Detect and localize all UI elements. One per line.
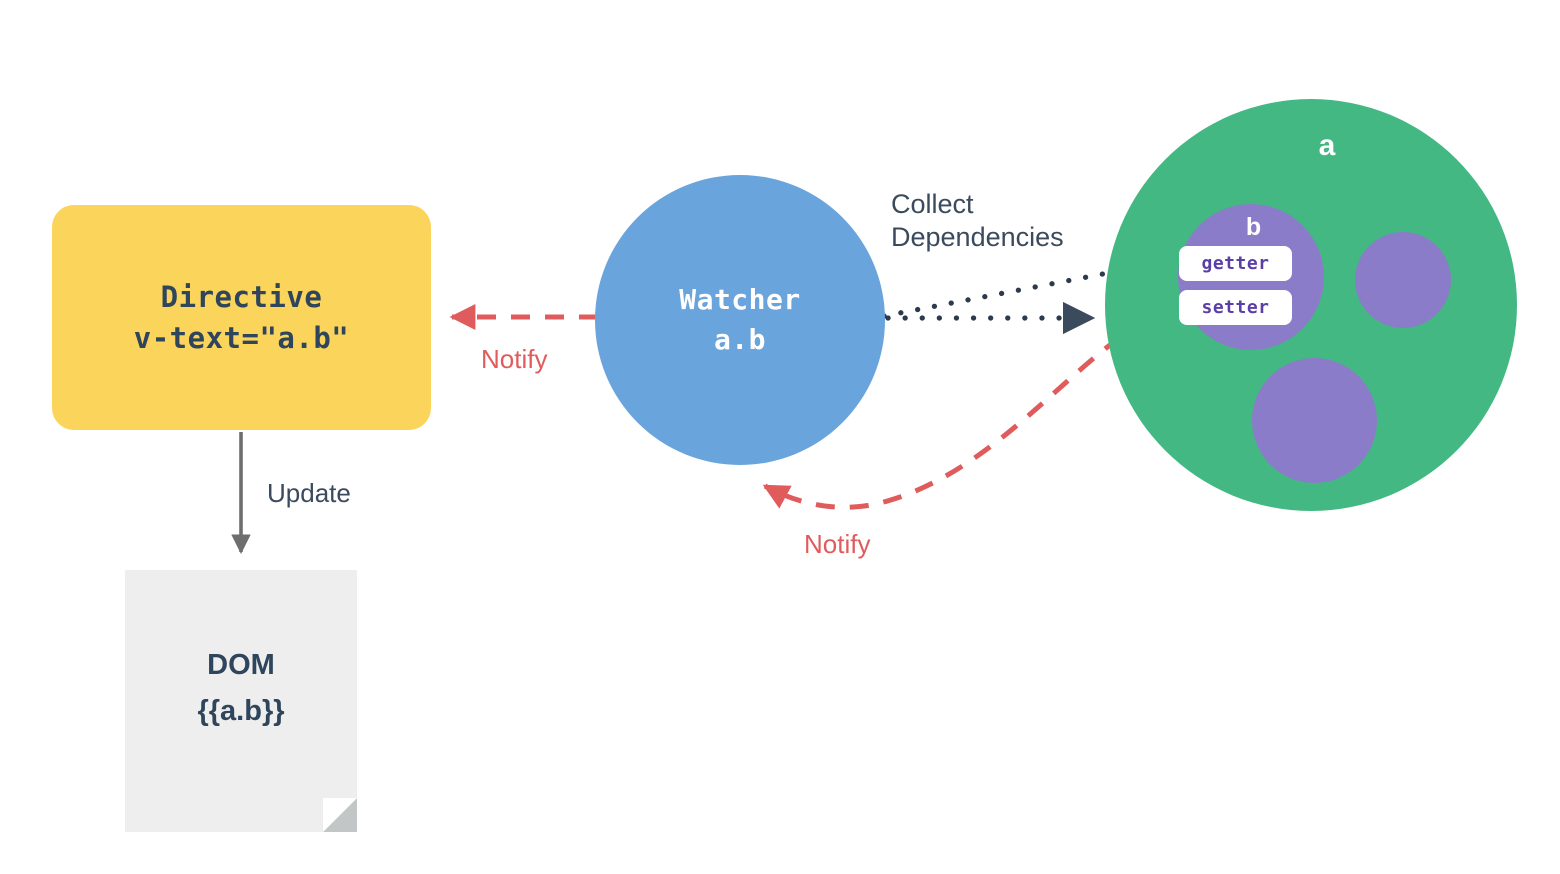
node-directive[interactable]: Directive v-text="a.b"	[52, 205, 431, 430]
node-setter[interactable]: setter	[1179, 290, 1292, 325]
directive-expression: v-text="a.b"	[133, 320, 350, 355]
node-dom[interactable]: DOM {{a.b}}	[125, 570, 357, 832]
watcher-expression: a.b	[713, 323, 767, 356]
object-a-label: a	[1318, 129, 1336, 162]
node-getter[interactable]: getter	[1179, 246, 1292, 281]
watcher-title: Watcher	[679, 283, 801, 317]
edge-label-update: Update	[267, 478, 351, 508]
collect-line-2: Dependencies	[891, 221, 1064, 252]
collect-line-1: Collect	[891, 189, 974, 219]
object-property-circle-1	[1355, 232, 1451, 328]
dom-note-body: DOM {{a.b}}	[125, 570, 357, 832]
node-watcher[interactable]: Watcher a.b	[595, 175, 885, 465]
edge-label-notify-directive: Notify	[481, 344, 548, 374]
object-b-label: b	[1245, 213, 1262, 241]
edge-label-notify-watcher: Notify	[804, 529, 871, 559]
directive-title: Directive	[160, 280, 323, 315]
dom-title: DOM	[207, 648, 275, 681]
dom-interpolation: {{a.b}}	[197, 695, 285, 727]
object-property-circle-2	[1252, 358, 1377, 483]
